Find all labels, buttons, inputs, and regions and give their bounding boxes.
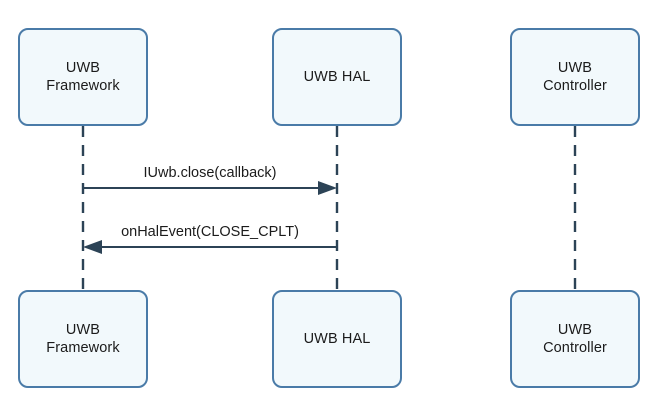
participant-box-bottom-uwb-controller[interactable]: UWB Controller (510, 290, 640, 388)
lifeline-group (81, 126, 577, 290)
participant-label-bottom-uwb-controller: UWB Controller (543, 322, 607, 356)
participant-box-bottom-uwb-hal[interactable]: UWB HAL (272, 290, 402, 388)
participant-label-bottom-uwb-hal: UWB HAL (303, 331, 371, 347)
message-arrow-onhalevent-close-cplt (83, 240, 337, 254)
participant-box-top-uwb-hal[interactable]: UWB HAL (272, 28, 402, 126)
participant-label-uwb-framework: UWB Framework (46, 60, 120, 94)
participant-box-bottom-uwb-framework[interactable]: UWB Framework (18, 290, 148, 388)
participant-label-uwb-hal: UWB HAL (303, 69, 371, 85)
participant-box-top-uwb-controller[interactable]: UWB Controller (510, 28, 640, 126)
message-arrow-iuwb-close (83, 181, 337, 195)
participant-label-bottom-uwb-framework: UWB Framework (46, 322, 120, 356)
message-label-onhalevent-close-cplt: onHalEvent(CLOSE_CPLT) (118, 224, 302, 241)
participant-box-top-uwb-framework[interactable]: UWB Framework (18, 28, 148, 126)
arrowhead-right-icon (318, 181, 337, 195)
message-label-iuwb-close: IUwb.close(callback) (140, 165, 280, 182)
arrowhead-left-icon (83, 240, 102, 254)
participant-label-uwb-controller: UWB Controller (543, 60, 607, 94)
